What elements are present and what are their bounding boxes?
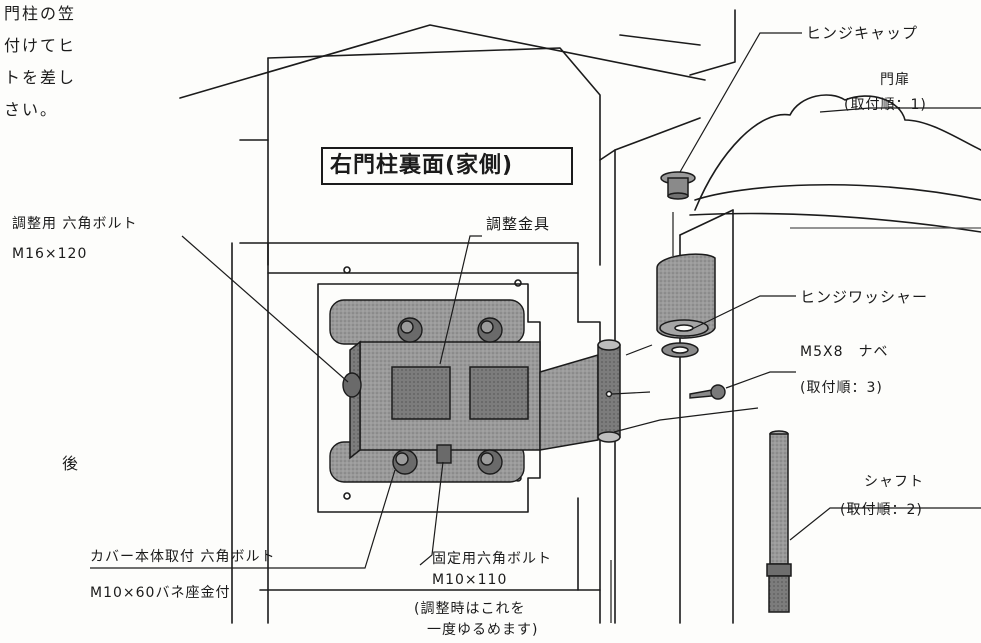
panel-title-frame [321, 147, 573, 185]
shaft-part [766, 430, 792, 613]
label-screw-order: (取付順：3) [800, 380, 883, 396]
bolt-upper-right [477, 317, 503, 343]
label-shaft: シャフト [864, 474, 924, 490]
label-screw: M5X8 ナベ [800, 344, 889, 360]
panel-title: 右門柱裏面(家側) [330, 153, 514, 178]
label-fix-bolt-note-1: (調整時はこれを [414, 601, 526, 617]
bolt-lower-right [477, 449, 503, 475]
header-fragment-line: さい。 [4, 100, 59, 119]
mounting-plate [317, 266, 541, 513]
fix-bolt-head [436, 444, 452, 464]
adjust-bolt-head [342, 372, 362, 398]
label-gate-door: 門扉 [880, 72, 910, 88]
label-fix-bolt: 固定用六角ボルト [432, 551, 552, 567]
bolt-lower-left [392, 449, 418, 475]
hinge-knuckle [539, 339, 621, 451]
gate-door-outline [599, 9, 981, 624]
pan-screw-part [689, 384, 726, 400]
label-hinge-cap: ヒンジキャップ [806, 24, 919, 42]
label-cover-bolt: カバー本体取付 六角ボルト [90, 549, 276, 565]
adjust-bracket [349, 340, 541, 460]
label-gate-door-order: (取付順：1) [844, 97, 927, 113]
header-fragment: 門柱の笠 付けてヒ トを差し さい。 [4, 0, 76, 126]
bolt-upper-left [397, 317, 423, 343]
hinge-washer-part [661, 342, 699, 358]
side-fragment: 後 [62, 454, 81, 473]
label-cover-bolt-spec: M10×60バネ座金付 [90, 585, 231, 601]
header-fragment-line: 付けてヒ [4, 36, 77, 55]
label-adjust-bracket: 調整金具 [486, 215, 551, 233]
hinge-barrel-part [656, 253, 716, 339]
pillar-cap [179, 24, 706, 266]
leader-lines [90, 32, 981, 623]
label-fix-bolt-note-2: 一度ゆるめます) [427, 622, 539, 638]
header-fragment-line: 門柱の笠 [4, 4, 77, 23]
label-hinge-washer: ヒンジワッシャー [800, 288, 929, 306]
label-adjust-bolt: 調整用 六角ボルト [12, 216, 138, 232]
header-fragment-line: トを差し [4, 68, 77, 87]
pillar-body [231, 242, 601, 624]
label-adjust-bolt-spec: M16×120 [12, 246, 88, 262]
label-shaft-order: (取付順：2) [840, 502, 923, 518]
bracket-bolts [342, 317, 503, 475]
hinge-cap-part [660, 171, 696, 200]
label-fix-bolt-spec: M10×110 [432, 572, 508, 588]
